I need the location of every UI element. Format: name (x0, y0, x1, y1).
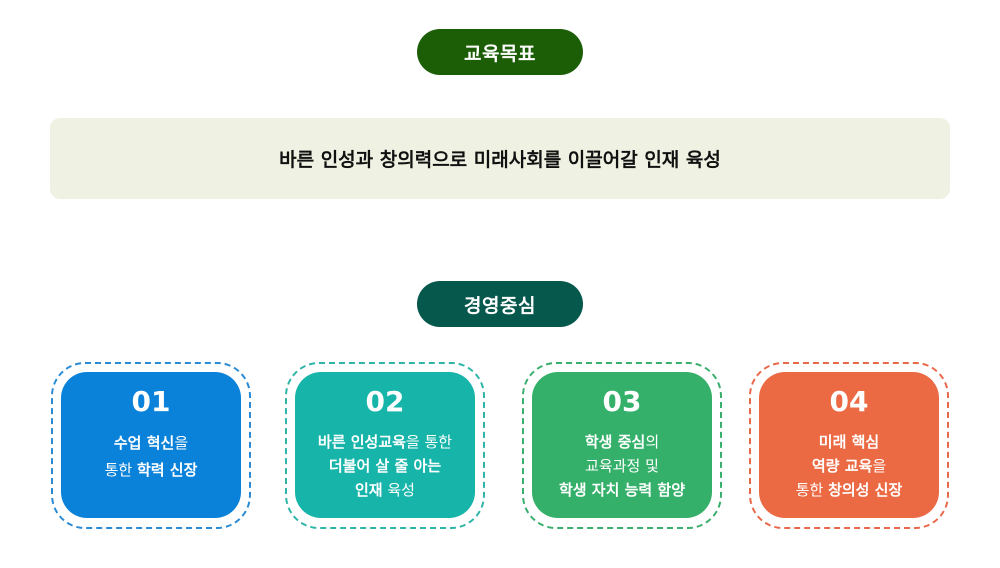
card-text-line: 수업 혁신을 (61, 430, 241, 457)
card-text-bold: 학생 자치 능력 함양 (558, 481, 686, 499)
card-outline-03 (522, 362, 722, 529)
card-text-line: 학생 자치 능력 함양 (532, 478, 712, 502)
card-text-bold: 역량 교육 (811, 457, 873, 475)
card-text-line: 인재 육성 (295, 478, 475, 502)
card-outline-04 (749, 362, 949, 529)
card-number: 03 (602, 385, 642, 418)
card-text-bold: 학력 신장 (136, 461, 198, 479)
card-text-regular: 육성 (382, 481, 415, 499)
card-text-regular: 을 (872, 457, 887, 475)
card-text-bold: 수업 혁신 (113, 434, 175, 452)
card-number: 04 (829, 385, 869, 418)
card-number: 01 (131, 385, 171, 418)
card-text-regular: 의 (645, 433, 660, 451)
card-text-regular: 통한 (795, 481, 829, 499)
management-pill: 경영중심 (417, 281, 583, 327)
card-text-bold: 학생 중심 (584, 433, 646, 451)
card-outline-01 (51, 362, 251, 529)
goal-statement: 바른 인성과 창의력으로 미래사회를 이끌어갈 인재 육성 (279, 149, 721, 171)
card-text-line: 바른 인성교육을 통한 (295, 430, 475, 454)
card-text-line: 더불어 살 줄 아는 (295, 454, 475, 478)
card-text-line: 교육과정 및 (532, 454, 712, 478)
card-text-bold: 미래 핵심 (818, 433, 880, 451)
card-text-regular: 통한 (104, 461, 137, 479)
card-text-regular: 교육과정 및 (585, 457, 659, 475)
card-text-line: 미래 핵심 (759, 430, 939, 454)
card-text-bold: 인재 (355, 481, 383, 499)
card-text-regular: 을 통한 (405, 433, 453, 451)
card-text-regular: 을 (174, 434, 189, 452)
card-text-line: 역량 교육을 (759, 454, 939, 478)
card-outline-02 (285, 362, 485, 529)
card-number: 02 (365, 385, 405, 418)
card-text-line: 통한 학력 신장 (61, 457, 241, 484)
goal-statement-box: 바른 인성과 창의력으로 미래사회를 이끌어갈 인재 육성 (50, 118, 950, 199)
goal-pill: 교육목표 (417, 29, 583, 75)
card-text-bold: 바른 인성교육 (317, 433, 406, 451)
card-text-line: 통한 창의성 신장 (759, 478, 939, 502)
card-text-bold: 창의성 신장 (828, 481, 903, 499)
card-text-line: 학생 중심의 (532, 430, 712, 454)
card-text-bold: 더불어 살 줄 아는 (328, 457, 442, 475)
